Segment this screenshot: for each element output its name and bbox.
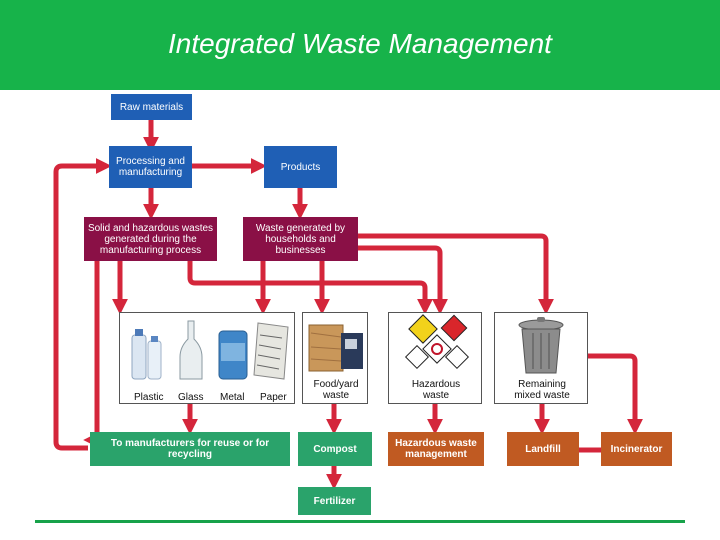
hazardous-photo: Hazardous waste [388, 312, 482, 404]
glass-label: Glass [178, 392, 204, 403]
remaining-waste-photo: Remaining mixed waste [494, 312, 588, 404]
arrow-solid-waste-loop-to-reuse [83, 235, 105, 449]
title-bar: Integrated Waste Management [0, 0, 720, 90]
bottom-rule [35, 520, 685, 523]
hazardous-management-box: Hazardous waste management [388, 432, 484, 466]
recyclables-photo: Plastic Glass Metal Paper [119, 312, 295, 404]
processing-box: Processing and manufacturing [109, 146, 192, 188]
food-yard-label: Food/yard waste [313, 379, 359, 401]
arrow-reuse-loop-to-processing [53, 157, 112, 451]
plastic-label: Plastic [134, 392, 164, 403]
food-yard-photo: Food/yard waste [302, 312, 368, 404]
yard-waste-illustration [308, 324, 363, 372]
remaining-waste-label: Remaining mixed waste [514, 379, 570, 401]
compost-box: Compost [298, 432, 372, 466]
trash-can-icon [518, 317, 564, 374]
arrow-household-to-hazardous [358, 245, 449, 315]
arrow-remaining-to-incinerator [588, 353, 644, 435]
fertilizer-box: Fertilizer [298, 487, 371, 515]
recyclables-illustration [131, 320, 289, 380]
arrow-solid-waste-to-hazardous [187, 261, 434, 315]
incinerator-box: Incinerator [601, 432, 672, 466]
products-box: Products [264, 146, 337, 188]
paper-label: Paper [260, 392, 287, 403]
hazard-placards-illustration [404, 314, 470, 370]
hazardous-label: Hazardous waste [411, 379, 461, 401]
raw-materials-box: Raw materials [111, 94, 192, 120]
page-title: Integrated Waste Management [168, 28, 552, 59]
arrow-household-to-remaining [358, 233, 555, 315]
solid-hazardous-waste-box: Solid and hazardous wastes generated dur… [84, 217, 217, 261]
landfill-box: Landfill [507, 432, 579, 466]
metal-label: Metal [220, 392, 245, 403]
household-waste-box: Waste generated by households and busine… [243, 217, 358, 261]
reuse-recycling-box: To manufacturers for reuse or for recycl… [90, 432, 290, 466]
